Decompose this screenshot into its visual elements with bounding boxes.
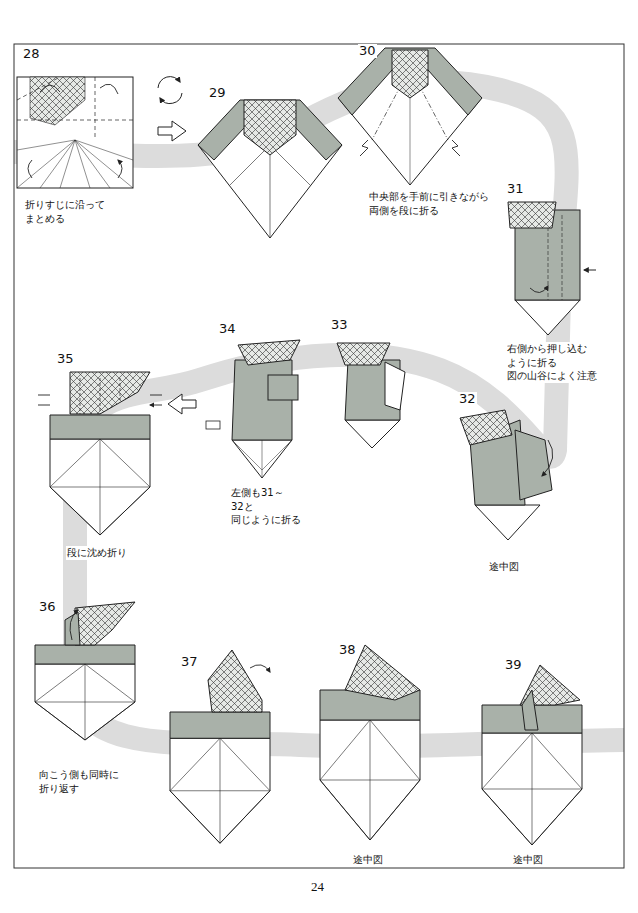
step-caption: 中央部を手前に引きながら 両側を段に折る: [368, 190, 490, 217]
step-39-top: [520, 665, 580, 730]
step-number: 28: [22, 47, 41, 61]
step-caption: 折りすじに沿って まとめる: [24, 198, 106, 225]
step-caption: 途中図: [488, 560, 520, 574]
step-caption: 左側も31～32と 同じように折る: [230, 486, 302, 527]
step-number: 30: [358, 44, 377, 58]
step-caption: 段に沈め折り: [66, 546, 128, 560]
step-number: 36: [38, 600, 57, 614]
step-number: 31: [506, 182, 525, 196]
step-28-figure: [17, 77, 133, 188]
step-30-figure: [338, 48, 482, 185]
step-number: 34: [218, 322, 237, 336]
step-number: 37: [180, 655, 199, 669]
page-frame: [14, 44, 624, 868]
step-35-figure: [50, 415, 150, 535]
step-number: 38: [338, 643, 357, 657]
step-arrow: [158, 121, 186, 141]
step-35-top: [38, 372, 162, 414]
step-number: 35: [56, 352, 75, 366]
step-37-figure: [170, 712, 270, 843]
step-36-figure: [35, 645, 135, 740]
step-caption: 右側から押し込む ように折る 図の山谷によく注意: [506, 342, 598, 383]
flow-band: [14, 82, 624, 746]
step-36-top: [65, 602, 135, 645]
step-caption: 向こう側も同時に 折り返す: [38, 768, 120, 795]
step-31-figure: [508, 202, 596, 335]
step-33-figure: [337, 343, 405, 448]
step-34-figure: [206, 340, 300, 478]
step-caption: 途中図: [512, 853, 544, 867]
step-number: 32: [458, 392, 477, 406]
rotate-symbol: [158, 77, 182, 104]
step-number: 33: [330, 318, 349, 332]
step-number: 39: [504, 658, 523, 672]
page-number: 24: [310, 880, 325, 894]
step-arrow: [168, 394, 196, 414]
step-caption: 途中図: [352, 853, 384, 867]
step-37-top: [208, 650, 270, 712]
step-32-figure: [460, 410, 553, 540]
step-38-figure: [320, 690, 420, 840]
step-number: 29: [208, 86, 227, 100]
step-29-figure: [198, 100, 342, 238]
